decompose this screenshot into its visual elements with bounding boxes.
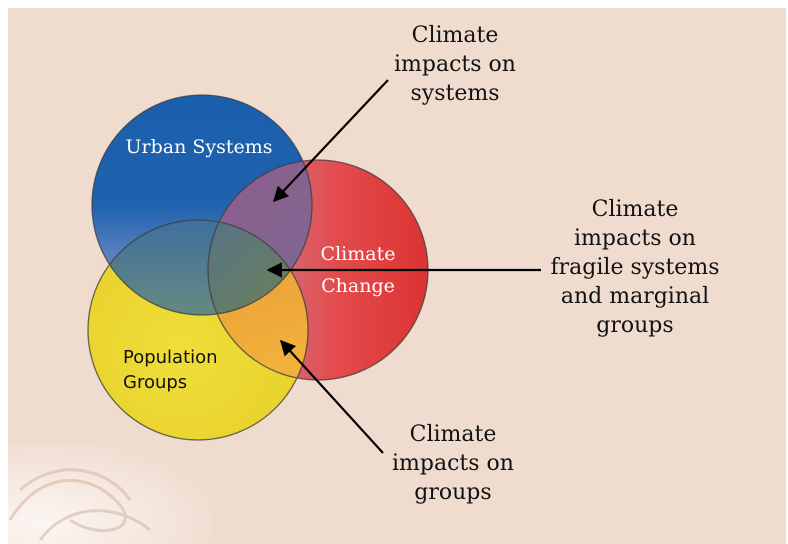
callout-fragile-line-5: groups bbox=[596, 313, 674, 338]
callout-groups-line-3: groups bbox=[414, 480, 492, 505]
callout-groups: Climate impacts on groups bbox=[378, 420, 528, 507]
callout-systems-line-3: systems bbox=[410, 81, 500, 106]
callout-systems: Climate impacts on systems bbox=[380, 21, 530, 108]
callout-fragile-line-4: and marginal bbox=[560, 284, 710, 309]
callout-fragile-line-1: Climate bbox=[591, 197, 679, 222]
callout-systems-line-1: Climate bbox=[411, 23, 499, 48]
urban-systems-label: Urban Systems bbox=[125, 136, 273, 158]
arrow-groups bbox=[279, 339, 384, 454]
climate-population-overlap bbox=[208, 220, 308, 380]
callout-systems-line-2: impacts on bbox=[394, 52, 516, 77]
climate-change-line-2: Change bbox=[321, 275, 395, 297]
climate-change-label: Climate Change bbox=[309, 238, 407, 302]
arrow-systems bbox=[272, 79, 389, 203]
callout-groups-line-1: Climate bbox=[409, 422, 497, 447]
callout-fragile-line-2: impacts on bbox=[574, 226, 696, 251]
decorative-swirl bbox=[0, 445, 210, 544]
callout-fragile: Climate impacts on fragile systems and m… bbox=[545, 195, 725, 340]
swirl-lines bbox=[8, 468, 151, 541]
population-groups-label: Population Groups bbox=[123, 345, 218, 395]
population-groups-line-2: Groups bbox=[123, 372, 188, 393]
callout-fragile-line-3: fragile systems bbox=[550, 255, 720, 280]
climate-change-line-1: Climate bbox=[320, 243, 396, 265]
urban-climate-overlap bbox=[208, 160, 312, 315]
callout-groups-line-2: impacts on bbox=[392, 451, 514, 476]
population-groups-line-1: Population bbox=[123, 347, 218, 368]
